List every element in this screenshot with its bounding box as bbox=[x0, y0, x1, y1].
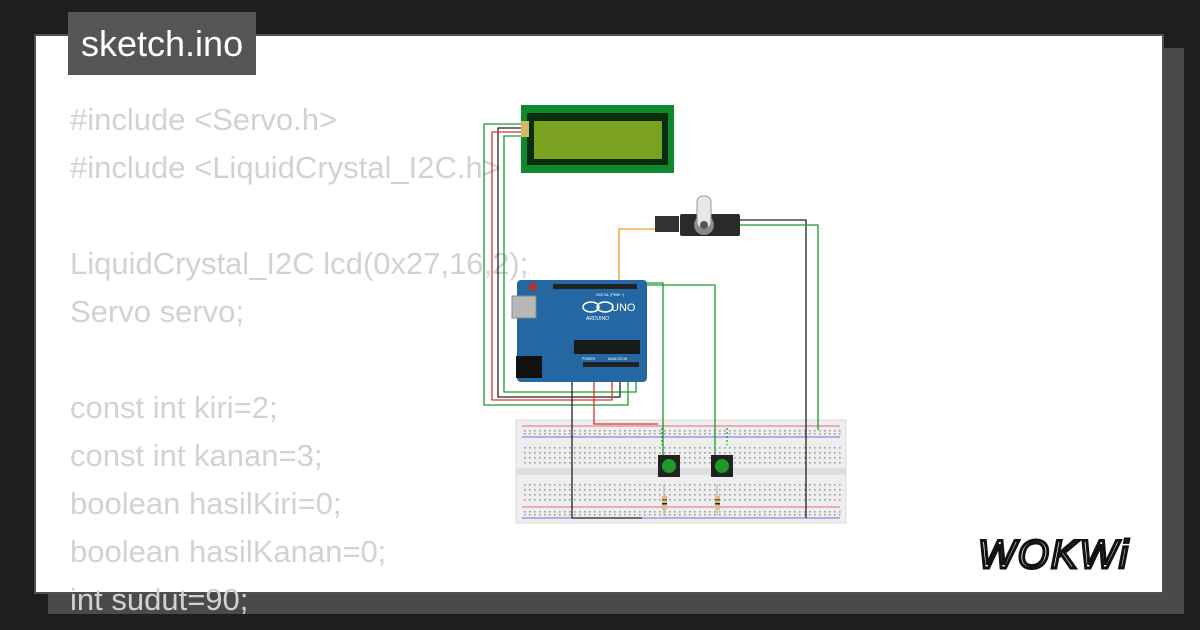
wokwi-logo: WOKWi bbox=[977, 532, 1130, 579]
code-block: #include <Servo.h> #include <LiquidCryst… bbox=[70, 96, 528, 624]
board-analog-label: ANALOG IN bbox=[608, 357, 628, 361]
wire-black bbox=[571, 380, 642, 519]
wire-red bbox=[491, 131, 613, 401]
board-digital-label: DIGITAL (PWM ~) bbox=[596, 293, 624, 297]
code-line: Servo servo; bbox=[70, 294, 245, 329]
wokwi-logo-text: WOKWi bbox=[978, 533, 1130, 577]
wire-orange bbox=[618, 228, 660, 290]
wire-black bbox=[497, 127, 621, 398]
code-line: boolean hasilKanan=0; bbox=[70, 534, 387, 569]
wire-green bbox=[483, 123, 629, 406]
code-line: #include <LiquidCrystal_I2C.h> bbox=[70, 150, 501, 185]
servo-motor-icon bbox=[655, 195, 740, 236]
resistor-icon bbox=[662, 484, 667, 516]
lcd-1602-icon bbox=[521, 105, 674, 173]
code-line: #include <Servo.h> bbox=[70, 102, 338, 137]
board-name: UNO bbox=[611, 302, 636, 314]
resistor-icon bbox=[715, 484, 720, 516]
wire-red bbox=[593, 380, 658, 425]
wire-black bbox=[740, 219, 807, 518]
wire-green bbox=[503, 135, 637, 393]
code-line: LiquidCrystal_I2C lcd(0x27,16,2); bbox=[70, 246, 529, 281]
wire-green bbox=[640, 284, 716, 455]
board-power-label: POWER bbox=[582, 357, 596, 361]
code-line: const int kiri=2; bbox=[70, 390, 278, 425]
file-name-label: sketch.ino bbox=[68, 12, 257, 75]
code-line: const int kanan=3; bbox=[70, 438, 323, 473]
pushbutton-icon bbox=[711, 455, 733, 477]
arduino-uno-icon: UNO ARDUINO DIGITAL (PWM ~) ANALOG IN PO… bbox=[511, 280, 647, 382]
code-line: boolean hasilKiri=0; bbox=[70, 486, 342, 521]
wire-green bbox=[740, 224, 819, 430]
code-line: int sudut=90; bbox=[70, 582, 249, 617]
breadboard-icon bbox=[515, 419, 847, 524]
wires bbox=[483, 123, 819, 519]
board-brand: ARDUINO bbox=[586, 316, 609, 322]
pushbutton-icon bbox=[658, 455, 680, 477]
